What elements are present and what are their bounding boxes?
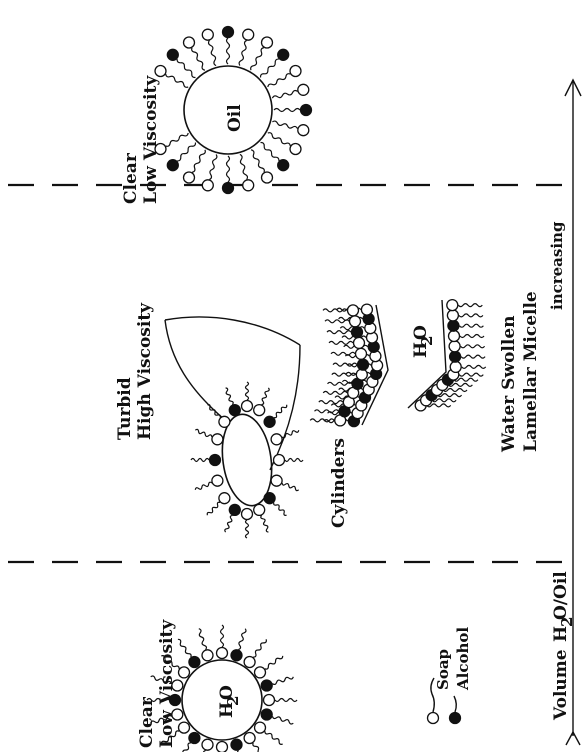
lamellar-heads xyxy=(310,300,486,427)
soap-molecule xyxy=(255,722,283,744)
label-right-region: Clear Low Viscosity xyxy=(121,75,161,204)
right-region-line1: Clear xyxy=(121,152,141,204)
soap-molecule xyxy=(264,695,298,706)
alcohol-molecule xyxy=(223,27,234,65)
cylinder-micelle xyxy=(165,317,303,538)
alcohol-molecule xyxy=(264,493,287,516)
alcohol-head-icon xyxy=(450,713,461,724)
alcohol-molecule xyxy=(274,105,312,116)
soap-molecule xyxy=(207,493,230,516)
svg-text:Lamellar Micelle: Lamellar Micelle xyxy=(521,291,541,452)
soap-molecule xyxy=(449,331,485,342)
soap-molecule xyxy=(274,455,304,466)
soap-molecule xyxy=(254,504,269,532)
alcohol-molecule xyxy=(260,49,288,77)
soap-molecule xyxy=(323,387,359,398)
soap-molecule xyxy=(331,348,367,359)
soap-molecule xyxy=(195,475,223,490)
lamellar-water-label-o: O xyxy=(411,325,431,340)
soap-head-icon xyxy=(428,713,439,724)
soap-molecule xyxy=(449,341,485,352)
soap-molecule xyxy=(184,150,206,183)
soap-molecule xyxy=(195,429,223,444)
alcohol-molecule xyxy=(231,629,246,661)
alcohol-molecule xyxy=(231,739,245,752)
soap-molecule xyxy=(207,405,230,428)
soap-molecule xyxy=(239,29,254,65)
soap-molecule xyxy=(202,29,216,65)
label-middle-region: Turbid High Viscosity xyxy=(115,302,155,440)
alcohol-molecule xyxy=(448,320,484,331)
left-region-line1: Clear xyxy=(137,696,157,748)
alcohol-molecule xyxy=(191,455,221,466)
middle-region-line1: Turbid xyxy=(115,377,135,440)
cylinders-label: Cylinders xyxy=(329,438,349,528)
axis-tail: O/Oil xyxy=(551,571,571,620)
soap-molecule xyxy=(199,629,213,661)
right-region-line2: Low Viscosity xyxy=(141,75,161,204)
alcohol-molecule xyxy=(226,388,241,416)
soap-molecule xyxy=(251,37,273,70)
soap-molecule xyxy=(217,625,228,659)
soap-molecule xyxy=(244,639,266,667)
soap-molecule xyxy=(329,337,365,348)
legend-alcohol-label: Alcohol xyxy=(454,627,472,691)
alcohol-molecule xyxy=(178,733,200,752)
soap-molecule xyxy=(184,37,206,70)
soap-molecule xyxy=(254,388,270,416)
alcohol-molecule xyxy=(264,405,287,428)
axis-arrow xyxy=(565,80,581,745)
soap-molecule xyxy=(244,733,266,752)
axis-label: Volume H 2 O/Oil increasing xyxy=(548,221,576,721)
soap-molecule xyxy=(323,305,359,316)
soap-molecule xyxy=(450,361,486,372)
soap-molecule xyxy=(272,121,308,136)
alcohol-tail-icon xyxy=(454,696,456,712)
alcohol-molecule xyxy=(167,143,195,171)
micelle-oil: Oil xyxy=(155,27,312,194)
soap-molecule xyxy=(255,656,283,678)
alcohol-molecule xyxy=(261,677,293,691)
alcohol-molecule xyxy=(223,156,234,194)
soap-molecule xyxy=(268,66,301,88)
svg-text:Water Swollen: Water Swollen xyxy=(499,315,519,453)
oil-core-label: Oil xyxy=(225,104,245,132)
soap-molecule xyxy=(447,310,483,321)
alcohol-molecule xyxy=(178,639,200,667)
alcohol-molecule xyxy=(315,406,351,417)
soap-molecule xyxy=(447,300,483,311)
alcohol-molecule xyxy=(261,142,289,170)
soap-molecule xyxy=(332,369,368,380)
soap-molecule xyxy=(242,509,253,539)
soap-molecule xyxy=(271,475,299,490)
alcohol-molecule xyxy=(167,49,195,77)
soap-molecule xyxy=(198,739,213,752)
soap-molecule xyxy=(272,84,308,98)
axis-prefix: Volume xyxy=(551,649,571,721)
water-core-label-o: O xyxy=(217,685,237,700)
soap-molecule xyxy=(268,133,301,155)
lamellar-micelle: H 2 O xyxy=(310,300,486,427)
legend: Soap Alcohol xyxy=(428,627,473,724)
axis-h: H xyxy=(551,626,571,642)
legend-soap-label: Soap xyxy=(434,649,452,690)
soap-molecule xyxy=(202,154,217,190)
soap-molecule xyxy=(217,742,228,752)
middle-region-line2: High Viscosity xyxy=(135,302,155,440)
alcohol-molecule xyxy=(450,351,486,362)
soap-molecule xyxy=(242,382,253,412)
alcohol-molecule xyxy=(225,504,241,532)
alcohol-molecule xyxy=(261,709,293,724)
soap-molecule xyxy=(251,150,273,183)
soap-molecule xyxy=(271,430,299,445)
lamellar-label: Water Swollen Lamellar Micelle xyxy=(499,291,541,453)
axis-direction: increasing xyxy=(548,221,566,310)
